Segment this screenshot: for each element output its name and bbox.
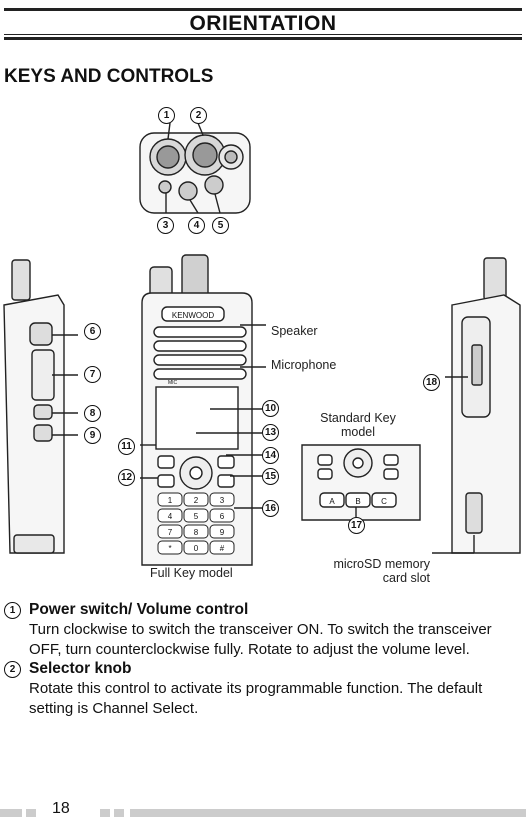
top-view: [139, 122, 251, 214]
key-0: 0: [194, 544, 199, 553]
callout-17: 17: [348, 517, 365, 534]
callout-15: 15: [262, 468, 279, 485]
key-7: 7: [168, 528, 173, 537]
callout-18: 18: [423, 374, 440, 391]
callout-14: 14: [262, 447, 279, 464]
label-microsd-slot: microSD memory card slot: [333, 557, 430, 585]
callout-6: 6: [84, 323, 101, 340]
callout-3: 3: [157, 217, 174, 234]
description-2-heading: Selector knob: [29, 660, 132, 677]
label-standard-key-model: Standard Key model: [320, 411, 396, 439]
label-microphone: Microphone: [271, 358, 337, 372]
key-9: 9: [220, 528, 225, 537]
right-side-view: [432, 257, 521, 554]
brand-logo: KENWOOD: [172, 311, 214, 320]
callout-2: 2: [190, 107, 207, 124]
callout-8: 8: [84, 405, 101, 422]
radio-illustration: KENWOOD MIC 1 2 3 4 5 6 7 8 9 * 0 # A B …: [3, 122, 521, 566]
description-1-number: 1: [4, 602, 21, 619]
page-footer: 18: [0, 797, 526, 819]
callout-16: 16: [262, 500, 279, 517]
mic-marking: MIC: [168, 380, 178, 386]
callout-12: 12: [118, 469, 135, 486]
key-8: 8: [194, 528, 199, 537]
title-bar: ORIENTATION: [4, 8, 522, 40]
callout-9: 9: [84, 427, 101, 444]
key-4: 4: [168, 512, 173, 521]
key-a: A: [329, 497, 335, 506]
key-hash: #: [220, 544, 225, 553]
page-number: 18: [52, 800, 70, 817]
page-title: ORIENTATION: [189, 12, 337, 35]
key-1: 1: [168, 496, 173, 505]
callout-13: 13: [262, 424, 279, 441]
key-6: 6: [220, 512, 225, 521]
label-speaker: Speaker: [271, 324, 318, 338]
description-1-heading: Power switch/ Volume control: [29, 601, 249, 618]
label-full-key-model: Full Key model: [150, 566, 233, 580]
section-title: KEYS AND CONTROLS: [4, 66, 214, 87]
description-2-number: 2: [4, 661, 21, 678]
description-2-body: Rotate this control to activate its prog…: [29, 680, 483, 717]
callout-5: 5: [212, 217, 229, 234]
description-1-body: Turn clockwise to switch the transceiver…: [29, 621, 492, 658]
callout-10: 10: [262, 400, 279, 417]
key-5: 5: [194, 512, 199, 521]
footer-bar-decoration: [0, 809, 526, 817]
key-3: 3: [220, 496, 225, 505]
left-side-view: [3, 259, 78, 554]
callout-4: 4: [188, 217, 205, 234]
standard-key-inset: [301, 444, 421, 521]
radio-diagram: KENWOOD MIC 1 2 3 4 5 6 7 8 9 * 0 # A B …: [0, 95, 526, 590]
callout-11: 11: [118, 438, 135, 455]
key-b: B: [355, 497, 360, 506]
key-star: *: [168, 544, 171, 553]
key-c: C: [381, 497, 387, 506]
key-2: 2: [194, 496, 199, 505]
callout-1: 1: [158, 107, 175, 124]
callout-7: 7: [84, 366, 101, 383]
